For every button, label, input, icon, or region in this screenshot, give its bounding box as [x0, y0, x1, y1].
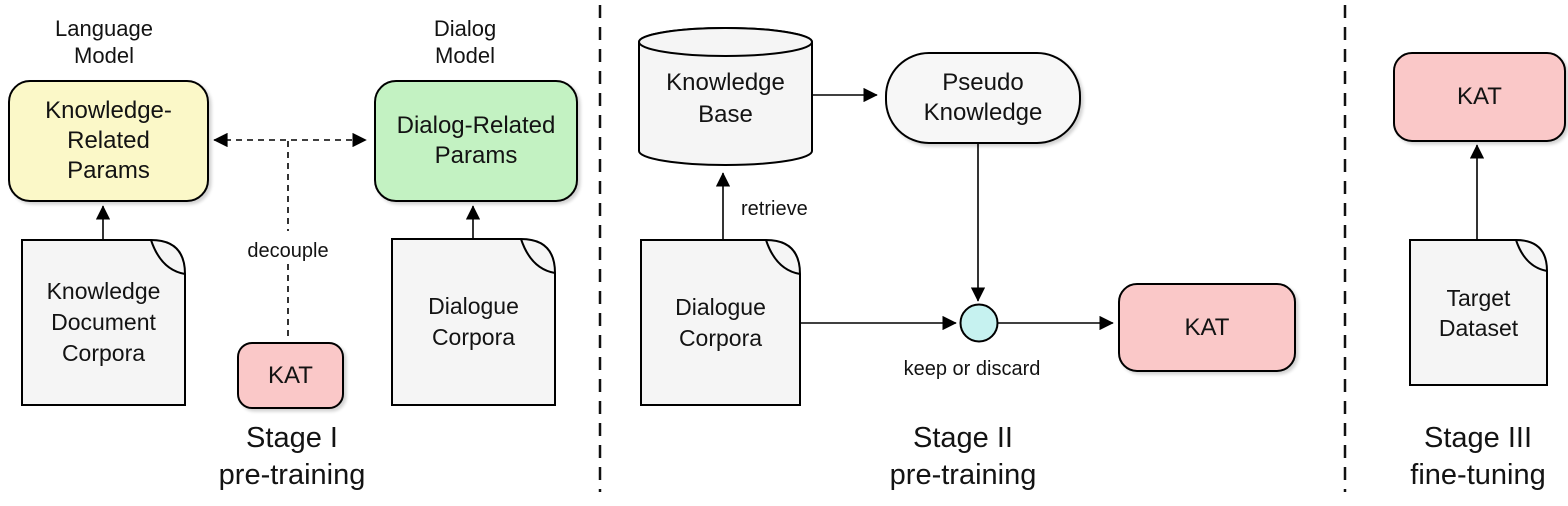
document-fold-icon: [150, 239, 186, 275]
dialogue-corpora-label-stage2: Dialogue Corpora: [675, 293, 766, 351]
retrieve-label: retrieve: [741, 198, 808, 220]
decouple-label: decouple: [247, 240, 329, 262]
target-dataset-shape: [1409, 239, 1548, 386]
stage3-caption: Stage III fine-tuning: [1410, 422, 1546, 491]
document-fold-icon: [520, 238, 556, 274]
document-shape: [21, 239, 186, 406]
keep-or-discard-label: keep or discard: [903, 358, 1041, 380]
dialogue-corpora-shape-stage1: [391, 238, 556, 406]
cylinder-top: [638, 27, 813, 57]
kat-box-stage3: KAT: [1393, 52, 1566, 142]
document-shape: [1409, 239, 1548, 386]
language-model-label: Language Model: [55, 16, 153, 68]
knowledge-base-label: Knowledge Base: [666, 69, 785, 128]
kat-box-stage1: KAT: [237, 342, 344, 409]
knowledge-base-cylinder: [638, 27, 813, 166]
dialogue-corpora-shape-stage2: [640, 239, 801, 406]
pseudo-knowledge-box: Pseudo Knowledge: [885, 52, 1081, 144]
knowledge-related-params-box: Knowledge- Related Params: [8, 80, 209, 202]
keep-or-discard-merge-node: [959, 303, 999, 343]
document-fold-icon: [765, 239, 801, 275]
document-fold-icon: [1515, 239, 1548, 272]
knowledge-document-corpora-shape: [21, 239, 186, 406]
dialogue-corpora-label-stage1: Dialogue Corpora: [428, 293, 519, 350]
knowledge-document-corpora-label: Knowledge Document Corpora: [46, 278, 161, 366]
target-dataset-label: Target Dataset: [1438, 284, 1519, 341]
kat-box-stage2: KAT: [1118, 283, 1296, 372]
dialog-related-params-box: Dialog-Related Params: [374, 80, 578, 202]
stage2-caption: Stage II pre-training: [889, 422, 1037, 491]
document-shape: [391, 238, 556, 406]
dialog-model-label: Dialog Model: [433, 16, 497, 68]
document-shape: [640, 239, 801, 406]
stage1-caption: Stage I pre-training: [218, 422, 366, 491]
